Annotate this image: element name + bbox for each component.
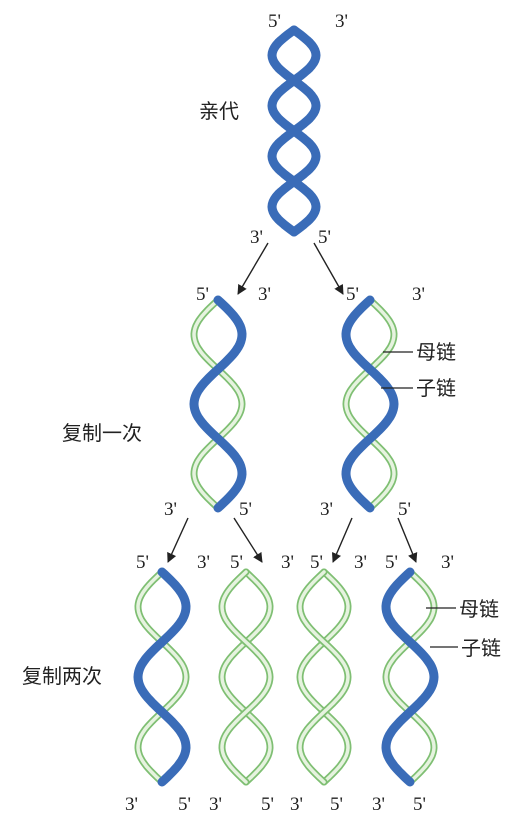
arrow-left-to-2 <box>233 517 263 563</box>
helix-gen2-2 <box>218 568 274 786</box>
arrow-left-to-1 <box>167 517 189 563</box>
label-daughter-strand-1: 子链 <box>416 376 456 400</box>
daughter-strand-core <box>192 298 244 510</box>
g1-left-top-5prime: 5' <box>196 284 209 305</box>
parent-strand <box>189 295 247 513</box>
g2-2-bottom-5prime: 5' <box>261 794 274 815</box>
label-parent-strand-1: 母链 <box>416 340 456 364</box>
g1-right-top-5prime: 5' <box>346 284 359 305</box>
helix-gen2-4 <box>381 567 439 787</box>
replication-arrows <box>167 242 418 563</box>
arrow-right-to-4 <box>397 517 418 563</box>
daughter-strand <box>190 296 246 512</box>
leader-lines <box>381 351 458 648</box>
label-replicate-twice: 复制两次 <box>22 664 102 688</box>
helix-gen1-right <box>341 295 399 513</box>
g2-3-bottom-3prime: 3' <box>290 794 303 815</box>
parent-top-3prime: 3' <box>335 11 348 32</box>
g2-3-top-3prime: 3' <box>354 552 367 573</box>
g2-1-top-3prime: 3' <box>197 552 210 573</box>
g2-1-bottom-5prime: 5' <box>178 794 191 815</box>
g2-3-bottom-5prime: 5' <box>330 794 343 815</box>
parent-strand <box>133 567 191 787</box>
daughter-strand <box>218 568 274 786</box>
arrow-parent-to-right <box>313 242 344 295</box>
g1-right-bottom-3prime: 3' <box>320 499 333 520</box>
parent-strand <box>267 25 321 237</box>
label-daughter-strand-2: 子链 <box>461 636 501 660</box>
daughter-strand <box>296 568 352 786</box>
daughter-strand-core <box>136 570 188 784</box>
label-parent: 亲代 <box>199 99 239 123</box>
g1-right-top-3prime: 3' <box>412 284 425 305</box>
daughter-strand-core <box>384 570 436 784</box>
daughter-strand-core <box>220 570 272 784</box>
g1-right-bottom-5prime: 5' <box>398 499 411 520</box>
arrow-parent-to-left <box>237 242 269 295</box>
helix-gen2-1 <box>133 567 191 787</box>
g2-2-top-3prime: 3' <box>281 552 294 573</box>
g1-left-top-3prime: 3' <box>258 284 271 305</box>
daughter-strand <box>134 568 190 786</box>
g2-4-bottom-3prime: 3' <box>372 794 385 815</box>
g2-2-top-5prime: 5' <box>230 552 243 573</box>
daughter-strand-core <box>220 570 272 784</box>
daughter-strand <box>342 296 398 512</box>
g2-1-bottom-3prime: 3' <box>125 794 138 815</box>
helix-layer <box>133 25 439 787</box>
helix-gen2-3 <box>296 568 352 786</box>
g2-4-bottom-5prime: 5' <box>413 794 426 815</box>
g2-4-top-3prime: 3' <box>441 552 454 573</box>
g2-4-top-5prime: 5' <box>385 552 398 573</box>
g2-1-top-5prime: 5' <box>136 552 149 573</box>
daughter-strand-core <box>298 570 350 784</box>
daughter-strand-core <box>344 298 396 510</box>
parent-strand <box>381 567 439 787</box>
parent-top-5prime: 5' <box>268 11 281 32</box>
daughter-strand <box>296 568 352 786</box>
g1-left-bottom-3prime: 3' <box>164 499 177 520</box>
g1-left-bottom-5prime: 5' <box>239 499 252 520</box>
g2-3-top-5prime: 5' <box>310 552 323 573</box>
parent-strand <box>341 295 399 513</box>
daughter-strand <box>382 568 438 786</box>
label-replicate-once: 复制一次 <box>62 421 142 445</box>
g2-2-bottom-3prime: 3' <box>209 794 222 815</box>
parent-bottom-5prime: 5' <box>318 227 331 248</box>
parent-bottom-3prime: 3' <box>250 227 263 248</box>
daughter-strand-core <box>298 570 350 784</box>
helix-gen1-left <box>189 295 247 513</box>
daughter-strand <box>218 568 274 786</box>
helix-parent <box>267 25 321 237</box>
label-parent-strand-2: 母链 <box>459 597 499 621</box>
arrow-right-to-3 <box>331 517 353 563</box>
